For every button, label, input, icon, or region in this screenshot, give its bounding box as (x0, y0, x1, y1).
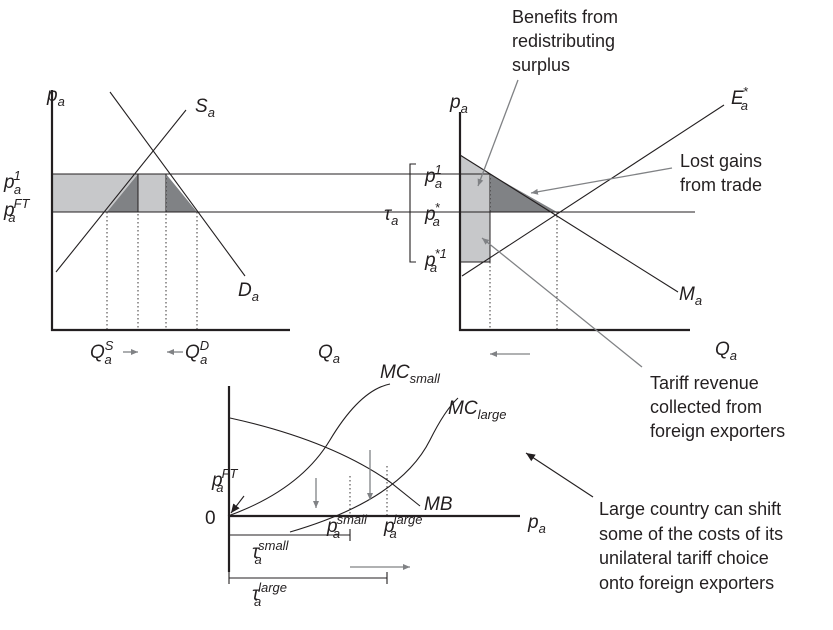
right-x-axis-label: Qa (715, 339, 737, 363)
tau-small-bar (229, 529, 351, 541)
consumer-surplus-loss-area (52, 174, 138, 212)
mb-label: MB (424, 494, 453, 515)
right-y-axis-label: pa (449, 92, 468, 116)
lost-gains-annotation: Lost gains from trade (680, 151, 767, 195)
supply-curve (55, 109, 187, 273)
mc-small-label: MCsmall (380, 362, 441, 386)
tariff-revenue-rect-domestic (137, 173, 167, 213)
annotations: Benefits from redistributing surplus Los… (477, 7, 788, 593)
lost-gains-triangle (490, 174, 557, 212)
large-country-arrow (525, 452, 594, 498)
benefits-arrow (477, 79, 519, 187)
supply-curve-label: Sa (195, 96, 215, 120)
demand-curve-label: Da (238, 280, 259, 304)
tau-label: τa (384, 204, 398, 228)
mc-large-label: MClarge (448, 398, 506, 422)
tariff-revenue-lower-rect (459, 211, 491, 263)
tariff-revenue-arrow (481, 237, 643, 368)
mc-small-curve (227, 383, 391, 517)
tau-bracket (409, 163, 416, 263)
import-demand-curve (459, 154, 679, 293)
right-pstar-label: p*a (424, 200, 441, 229)
lost-gains-arrow (530, 167, 673, 195)
mb-curve (229, 417, 421, 507)
consumption-distortion-triangle (166, 174, 197, 212)
tariff-revenue-upper-rect (459, 173, 491, 213)
left-x-axis-label: Qa (318, 342, 340, 366)
bottom-x-axis-label: pa (527, 512, 546, 536)
export-supply-curve (461, 104, 725, 277)
export-supply-label: E*a (731, 84, 749, 113)
demand-curve (109, 91, 246, 277)
import-demand-label: Ma (679, 284, 702, 308)
production-distortion-triangle (107, 174, 138, 212)
pft-pointer-arrow (230, 495, 245, 514)
tariff-revenue-annotation: Tariff revenue collected from foreign ex… (650, 373, 785, 441)
left-y-axis-label: pa (46, 85, 65, 109)
tau-large-bar (228, 572, 388, 584)
origin-label: 0 (205, 508, 216, 529)
benefits-annotation: Benefits from redistributing surplus (512, 7, 623, 75)
large-country-annotation: Large country can shift some of the cost… (599, 499, 788, 593)
